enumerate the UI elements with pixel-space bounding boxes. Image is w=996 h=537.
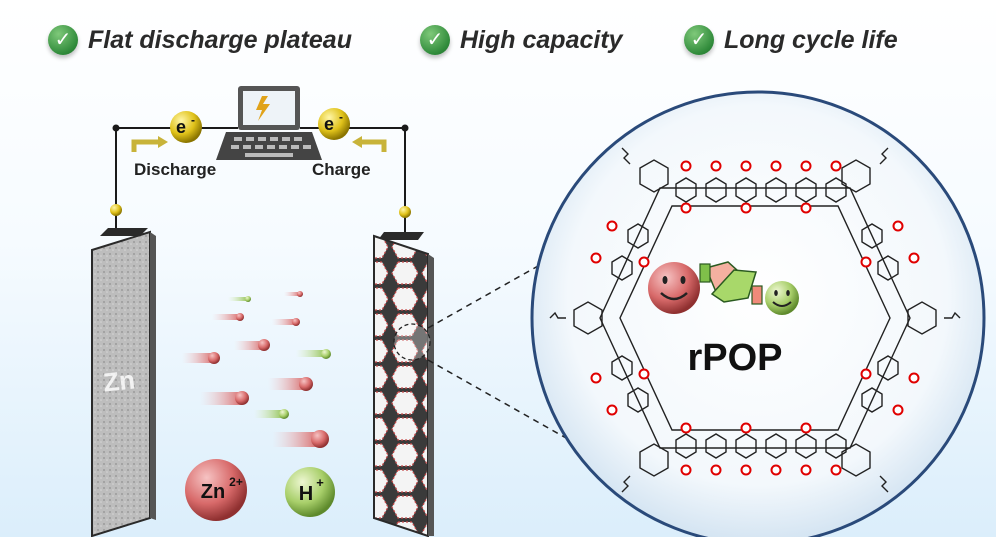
zinc-anode: Zn xyxy=(91,228,156,537)
charge-label: Charge xyxy=(312,160,371,179)
zinc-ion xyxy=(299,377,313,391)
framework-label: rPOP xyxy=(687,337,782,379)
zinc-ion-charge: 2+ xyxy=(229,475,243,489)
ion-trails xyxy=(182,291,331,448)
laptop-icon xyxy=(216,86,322,160)
rpop-framework xyxy=(549,147,961,493)
zoom-circle xyxy=(530,90,986,537)
anode-label: Zn xyxy=(102,364,137,397)
zinc-ion-smiley-icon xyxy=(648,262,700,314)
electron-symbol: e xyxy=(324,114,334,134)
zinc-ion-legend: Zn 2+ xyxy=(185,459,247,521)
electron-right: e - xyxy=(318,108,350,140)
check-icon: ✓ xyxy=(48,25,78,55)
discharge-label: Discharge xyxy=(134,160,216,179)
feature-label: Long cycle life xyxy=(724,25,898,54)
zinc-ion xyxy=(258,339,270,351)
zinc-ion-small xyxy=(292,318,300,326)
proton-smiley-icon xyxy=(765,281,799,315)
zinc-ion xyxy=(235,391,249,405)
zinc-ion xyxy=(208,352,220,364)
zinc-ion xyxy=(311,430,329,448)
feature-flat-discharge: ✓ Flat discharge plateau xyxy=(48,18,352,62)
discharge-arrow-icon xyxy=(131,139,158,152)
check-icon: ✓ xyxy=(420,25,450,55)
proton-charge: + xyxy=(316,475,324,490)
electron-symbol: e xyxy=(176,117,186,137)
feature-label: Flat discharge plateau xyxy=(88,25,352,54)
proton-legend: H + xyxy=(285,467,335,517)
proton-small xyxy=(245,296,251,302)
discharge-arrowhead-icon xyxy=(158,136,168,148)
zinc-ion-label: Zn xyxy=(201,481,225,503)
electron-left: e - xyxy=(170,111,202,143)
check-icon: ✓ xyxy=(684,25,714,55)
proton xyxy=(321,349,331,359)
electron-small-icon xyxy=(110,204,122,216)
proton-label: H xyxy=(299,483,313,505)
charge-arrow-icon xyxy=(362,139,387,152)
zinc-ion-small xyxy=(297,291,303,297)
charge-arrowhead-icon xyxy=(352,136,362,148)
zinc-ion-small xyxy=(236,313,244,321)
carbonyl-oxygens xyxy=(590,160,920,476)
electron-charge: - xyxy=(339,110,343,124)
wire-node xyxy=(401,124,409,132)
rpop-cathode xyxy=(373,232,434,537)
electron-small-icon xyxy=(399,206,411,218)
handshake-icon xyxy=(699,261,763,305)
proton xyxy=(279,409,289,419)
zoom-line xyxy=(427,359,567,439)
feature-high-capacity: ✓ High capacity xyxy=(420,18,623,62)
wire-node xyxy=(112,124,120,132)
feature-long-cycle: ✓ Long cycle life xyxy=(684,18,898,62)
feature-label: High capacity xyxy=(460,25,623,54)
electron-charge: - xyxy=(191,113,195,127)
